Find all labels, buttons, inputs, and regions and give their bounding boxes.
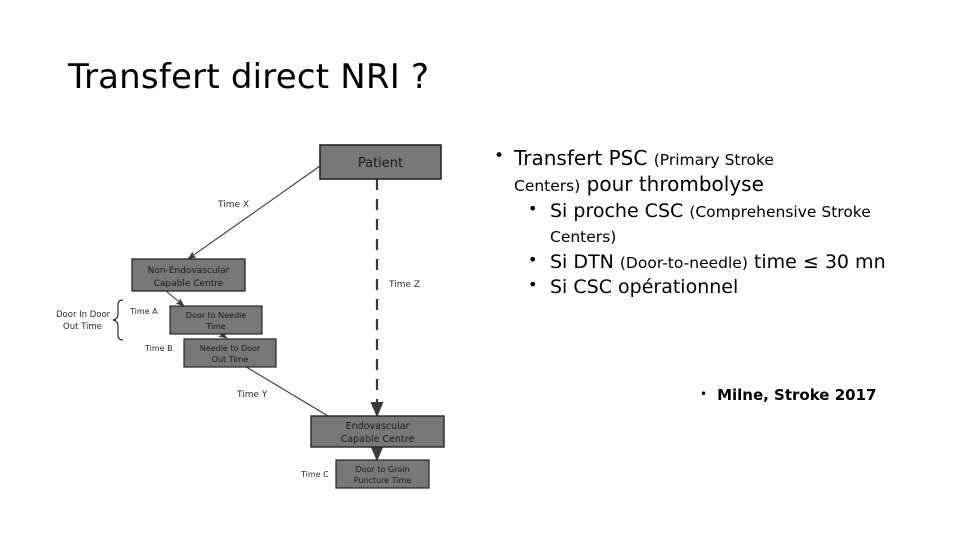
bullet-run-comprehensive-stroke: (Comprehensive Stroke — [689, 203, 871, 222]
edge-label-time-c: Time C — [300, 470, 329, 479]
node-patient-label: Patient — [358, 156, 403, 171]
bullet-transfert-psc: • Transfert PSC (Primary Stroke Centers)… — [492, 146, 912, 197]
node-endovascular-line1: Endovascular — [346, 421, 410, 432]
node-endovascular-centre: Endovascular Capable Centre — [310, 415, 445, 448]
bullet-run-door-to-needle: (Door-to-needle) — [619, 253, 748, 272]
node-endovascular-line2: Capable Centre — [341, 434, 415, 445]
bullet-si-csc-operationnel: • Si CSC opérationnel — [520, 275, 912, 300]
node-non-endovascular-centre: Non-Endovascular Capable Centre — [131, 258, 246, 292]
node-non-endovascular-line1: Non-Endovascular — [148, 266, 230, 276]
bullet-run-transfert-psc: Transfert PSC — [514, 146, 654, 170]
bullet-glyph: • — [528, 249, 538, 269]
bullet-run-si-proche-csc: Si proche CSC — [550, 200, 690, 223]
node-door-to-needle-line2: Time — [205, 322, 226, 331]
edge-label-time-x: Time X — [217, 200, 249, 210]
node-door-to-needle: Door to Needle Time — [169, 305, 263, 335]
page-title: Transfert direct NRI ? — [68, 57, 430, 97]
bullet-run-si-dtn: Si DTN — [550, 250, 620, 273]
edge-label-time-b: Time B — [144, 344, 173, 353]
bullet-glyph: • — [528, 199, 538, 219]
bullet-run-pour-thrombolyse: pour thrombolyse — [580, 171, 764, 196]
node-needle-to-door-out-line1: Needle to Door — [200, 344, 261, 353]
edge-label-time-z: Time Z — [388, 280, 420, 290]
node-non-endovascular-line2: Capable Centre — [154, 279, 224, 289]
bullet-run-centers: Centers) — [514, 176, 581, 195]
edge-time-x — [187, 165, 321, 260]
bullet-glyph: • — [494, 146, 505, 166]
bullet-glyph: • — [700, 387, 708, 401]
bullet-run-time-30mn: time ≤ 30 mn — [747, 250, 886, 273]
node-door-to-groin: Door to Groin Puncture Time — [335, 459, 430, 489]
node-patient: Patient — [319, 144, 442, 180]
edge-to-door-to-needle — [165, 290, 185, 307]
node-needle-to-door-out-line2: Out Time — [212, 355, 249, 364]
bullet-run-centers-2: Centers) — [550, 227, 617, 246]
content-text-block: • Transfert PSC (Primary Stroke Centers)… — [492, 146, 912, 301]
bullet-glyph: • — [528, 275, 538, 295]
brace-label-line1: Door In Door — [56, 310, 111, 320]
edge-label-time-a: Time A — [129, 307, 158, 316]
node-door-to-needle-line1: Door to Needle — [186, 311, 246, 320]
citation-reference: • Milne, Stroke 2017 — [700, 386, 876, 404]
bullet-si-proche-csc: • Si proche CSC (Comprehensive Stroke Ce… — [520, 199, 912, 248]
node-needle-to-door-out: Needle to Door Out Time — [183, 338, 277, 368]
door-in-door-out-brace — [112, 299, 124, 341]
patient-flow-diagram: Patient Non-Endovascular Capable Centre … — [46, 134, 476, 500]
node-door-to-groin-line1: Door to Groin — [356, 465, 410, 474]
brace-label-line2: Out Time — [63, 322, 102, 332]
edge-label-time-y: Time Y — [236, 390, 268, 400]
bullet-run-primary-stroke: (Primary Stroke — [653, 151, 774, 169]
bullet-si-dtn: • Si DTN (Door-to-needle) time ≤ 30 mn — [520, 250, 912, 275]
bullet-run-si-csc-operationnel: Si CSC opérationnel — [550, 276, 739, 299]
node-door-to-groin-line2: Puncture Time — [354, 476, 412, 485]
citation-text: Milne, Stroke 2017 — [717, 386, 877, 404]
